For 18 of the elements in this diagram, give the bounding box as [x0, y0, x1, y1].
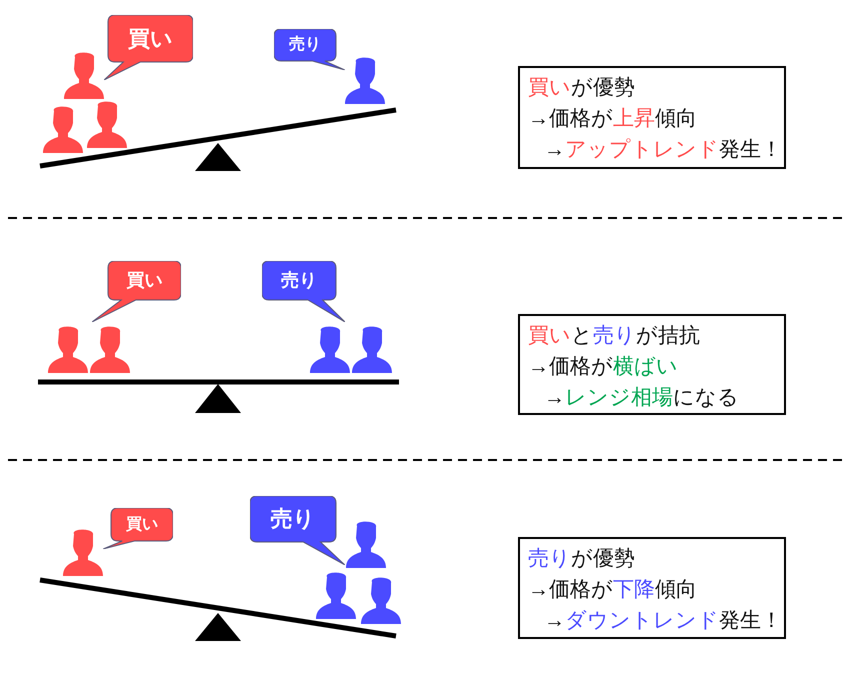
speech-bubble: 売り [274, 29, 345, 70]
text-box [518, 314, 786, 415]
text-line: →価格が下降傾向 [528, 577, 697, 603]
text-line: 売りが優勢 [528, 546, 635, 572]
speech-bubble: 買い [103, 508, 173, 549]
text-line: →価格が上昇傾向 [528, 106, 697, 132]
speech-bubble: 売り [250, 496, 345, 565]
text-line: 買いと売りが拮抗 [528, 323, 700, 349]
text-box [518, 66, 786, 169]
text-box [518, 537, 786, 639]
text-line: →ダウントレンド発生！ [544, 608, 782, 634]
speech-bubble: 買い [104, 15, 193, 80]
speech-bubble: 買い [92, 261, 181, 322]
text-line: 買いが優勢 [528, 75, 635, 101]
text-line: →価格が横ばい [528, 354, 678, 380]
text-line: →アップトレンド発生！ [544, 137, 782, 163]
speech-bubble: 売り [262, 261, 345, 322]
text-line: →レンジ相場になる [544, 385, 739, 411]
